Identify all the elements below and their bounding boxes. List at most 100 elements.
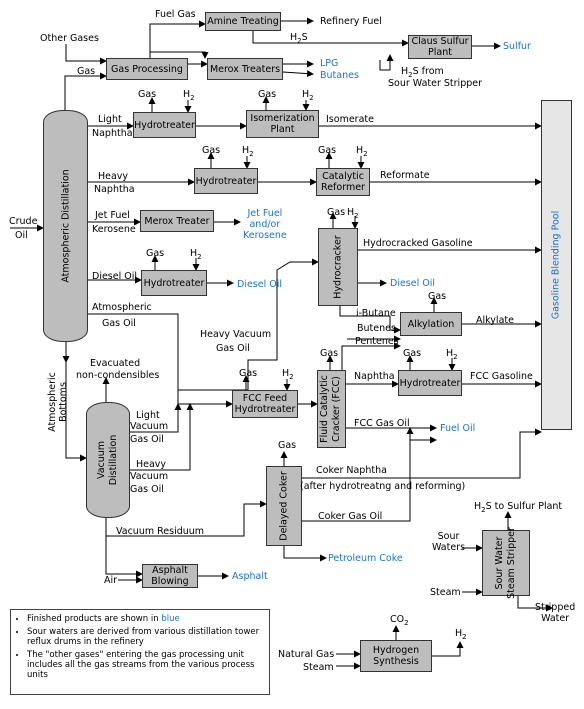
gas-label-fccf: Gas	[239, 368, 258, 379]
naphtha-label-heavy: Naphtha	[94, 184, 135, 195]
hydrotreater-label-3: Hydrotreater	[143, 277, 205, 289]
hydrotreater-label-2: Hydrotreater	[195, 175, 257, 187]
jet-fuel-label: Jet Fuel	[95, 210, 130, 221]
hydrocracker-label: Hydrocracker	[332, 235, 344, 299]
air-label: Air	[104, 575, 118, 586]
petroleum-coke-product: Petroleum Coke	[328, 553, 403, 564]
naphtha-label-fcc: Naphtha	[354, 371, 395, 382]
light-vacuum-label-1: Light	[136, 410, 160, 421]
heavy-vacuum-v-label-1: Heavy	[136, 459, 167, 470]
amine-treating-unit: Amine Treating	[205, 12, 281, 31]
heavy-label: Heavy	[98, 171, 129, 182]
gasoline-blending-pool	[541, 100, 572, 430]
gas-processing-unit: Gas Processing	[106, 58, 188, 80]
pentenes-label: Pentenes	[355, 336, 399, 347]
lpg-product: LPG	[320, 58, 339, 69]
merox-treater-unit: Merox Treater	[140, 210, 214, 232]
isom-label-1: Isomerization	[250, 113, 315, 124]
diesel-hydrotreater: Hydrotreater	[141, 270, 207, 296]
light-naphtha-hydrotreater: Hydrotreater	[133, 112, 196, 138]
hydrotreater-label-4: Hydrotreater	[399, 377, 461, 389]
oil-label: Oil	[15, 230, 28, 241]
fcc-feed-label-1: FCC Feed	[242, 393, 288, 404]
fcc-gasoline-label: FCC Gasoline	[470, 371, 533, 382]
h2s-to-sulfur-label: H2S to Sulfur Plant	[474, 501, 563, 514]
coker-naphtha-label: Coker Naphtha	[316, 465, 387, 476]
gas-label-reformer: Gas	[318, 145, 337, 156]
sour-water-stripper-label-top: Sour Water Stripper	[388, 78, 483, 89]
fcc-gas-oil-label: FCC Gas Oil	[354, 418, 410, 429]
h2s-from-label: H2S from	[401, 66, 444, 79]
h2-label-ht4: H2	[446, 348, 458, 361]
vacuum-residuum-label: Vacuum Residuum	[116, 526, 205, 537]
legend-item-sour-waters: Sour waters are derived from various dis…	[27, 627, 263, 647]
co2-label: CO2	[390, 614, 409, 627]
after-hydrotreating-label: (after hydrotreatng and reforming)	[300, 481, 466, 492]
h2-label-ht1: H2	[183, 89, 195, 102]
hydrocracked-gasoline-label: Hydrocracked Gasoline	[363, 238, 473, 249]
gas-processing-label: Gas Processing	[111, 63, 183, 75]
crude-label: Crude	[9, 216, 38, 227]
legend-item-products: Finished products are shown in blue	[27, 614, 263, 624]
gas-label-ht4: Gas	[403, 348, 422, 359]
i-butane-label: i-Butane	[356, 308, 396, 319]
alkylation-unit: Alkylation	[400, 312, 462, 336]
sulfur-product: Sulfur	[503, 41, 531, 52]
isom-label-2: Plant	[270, 124, 295, 135]
vacuum-distillation-column	[86, 402, 130, 518]
legend-box: Finished products are shown in blue Sour…	[10, 609, 270, 695]
light-label: Light	[98, 114, 122, 125]
alkylation-label: Alkylation	[407, 318, 455, 330]
gas-oil-label-hvv: Gas Oil	[130, 484, 164, 495]
gas-oil-label-hv: Gas Oil	[216, 343, 250, 354]
merox-treaters-unit: Merox Treaters	[207, 58, 283, 80]
natural-gas-label: Natural Gas	[278, 649, 335, 660]
kerosene-label: Kerosene	[92, 224, 136, 235]
atmospheric-distillation-label: Atmospheric Distillation	[60, 169, 72, 283]
h2-label-isom: H2	[302, 89, 314, 102]
isomerate-label: Isomerate	[326, 114, 374, 125]
gas-label-isom: Gas	[258, 89, 277, 100]
h2-label-synthesis: H2	[455, 628, 467, 641]
asphalt-blowing-label-2: Blowing	[151, 576, 189, 587]
reformer-label-1: Catalytic	[322, 171, 364, 182]
evacuated-label: Evacuated	[90, 358, 141, 369]
h2-label-ht3: H2	[190, 248, 202, 261]
gas-label-hc: Gas	[327, 207, 346, 218]
heavy-naphtha-hydrotreater: Hydrotreater	[194, 168, 258, 194]
steam-label-stripper: Steam	[430, 587, 461, 598]
claus-label-2: Plant	[428, 47, 452, 58]
non-condensibles-label: non-condensibles	[76, 370, 160, 381]
fcc-feed-label-2: Hydrotreater	[234, 404, 296, 415]
h2s-label: H2S	[290, 32, 308, 45]
merox-treaters-label: Merox Treaters	[209, 63, 281, 75]
asphalt-product: Asphalt	[232, 571, 268, 582]
gas-label-ht1: Gas	[138, 89, 157, 100]
coker-gas-oil-label: Coker Gas Oil	[318, 511, 383, 522]
gas-label-ht3: Gas	[146, 248, 165, 259]
diesel-oil-label: Diesel Oil	[92, 271, 138, 282]
reformate-label: Reformate	[380, 170, 430, 181]
gas-label-fcc: Gas	[320, 348, 339, 359]
fuel-oil-product: Fuel Oil	[440, 423, 476, 434]
gas-label-coker: Gas	[278, 440, 297, 451]
refinery-fuel-label: Refinery Fuel	[320, 16, 382, 27]
legend-item-other-gases: The "other gases" entering the gas proce…	[27, 650, 263, 680]
fcc-gasoline-hydrotreater: Hydrotreater	[398, 370, 462, 396]
diesel-oil-product: Diesel Oil	[237, 279, 283, 290]
butanes-product: Butanes	[320, 70, 359, 81]
gas-oil-label-lv: Gas Oil	[130, 434, 164, 445]
reformer-label-2: Reformer	[321, 182, 365, 193]
